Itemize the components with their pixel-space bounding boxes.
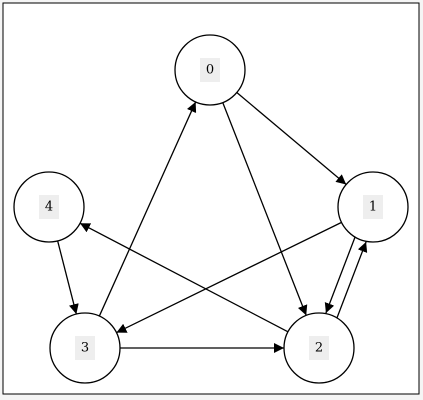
edge-0-to-1 bbox=[236, 92, 347, 185]
edge-2-to-4 bbox=[79, 222, 289, 333]
node-4: 4 bbox=[13, 171, 85, 243]
edges-layer bbox=[57, 92, 368, 353]
node-2-label: 2 bbox=[315, 341, 323, 356]
node-4-label: 4 bbox=[45, 200, 53, 215]
node-2: 2 bbox=[283, 312, 355, 384]
edge-2-to-1 bbox=[336, 241, 368, 318]
node-3: 3 bbox=[49, 312, 121, 384]
node-4-label-background bbox=[39, 195, 59, 219]
node-1-label-background bbox=[363, 195, 383, 219]
node-0-label: 0 bbox=[206, 63, 214, 78]
edge-4-to-3 bbox=[57, 240, 79, 315]
node-0-label-background bbox=[200, 58, 220, 82]
edge-1-to-2 bbox=[324, 237, 356, 314]
edge-3-to-0 bbox=[98, 101, 197, 317]
edge-1-to-3 bbox=[116, 221, 342, 334]
nodes-layer: 0 1 2 3 4 bbox=[13, 34, 409, 384]
node-0: 0 bbox=[174, 34, 246, 106]
edge-0-to-2 bbox=[222, 102, 308, 316]
node-1: 1 bbox=[337, 171, 409, 243]
node-3-label-background bbox=[75, 336, 95, 360]
node-3-label: 3 bbox=[81, 341, 89, 356]
node-1-label: 1 bbox=[369, 200, 377, 215]
node-2-label-background bbox=[309, 336, 329, 360]
